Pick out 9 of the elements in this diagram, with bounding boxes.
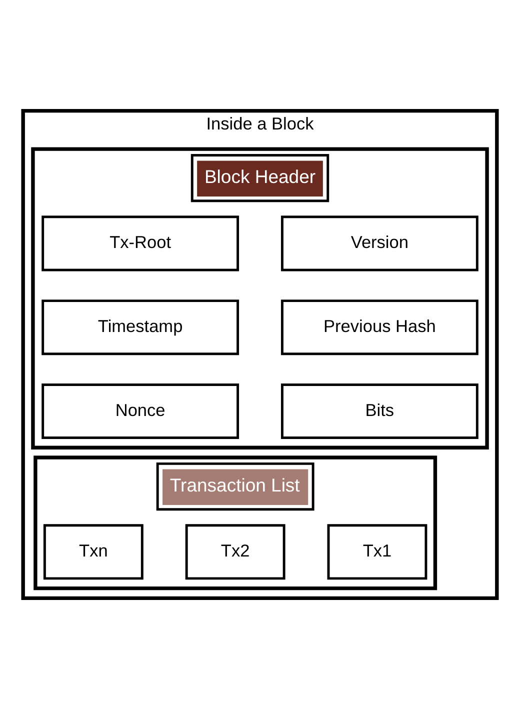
node-box: Previous Hash — [280, 299, 478, 355]
node-box: Tx1 — [327, 524, 428, 580]
node-box: Bits — [280, 383, 478, 439]
node-box: Tx-Root — [42, 215, 240, 271]
node-box: Version — [280, 215, 478, 271]
node-box: Txn — [43, 524, 144, 580]
node-box: Timestamp — [42, 299, 240, 355]
node-box: Nonce — [42, 383, 240, 439]
node-box: Tx2 — [185, 524, 286, 580]
